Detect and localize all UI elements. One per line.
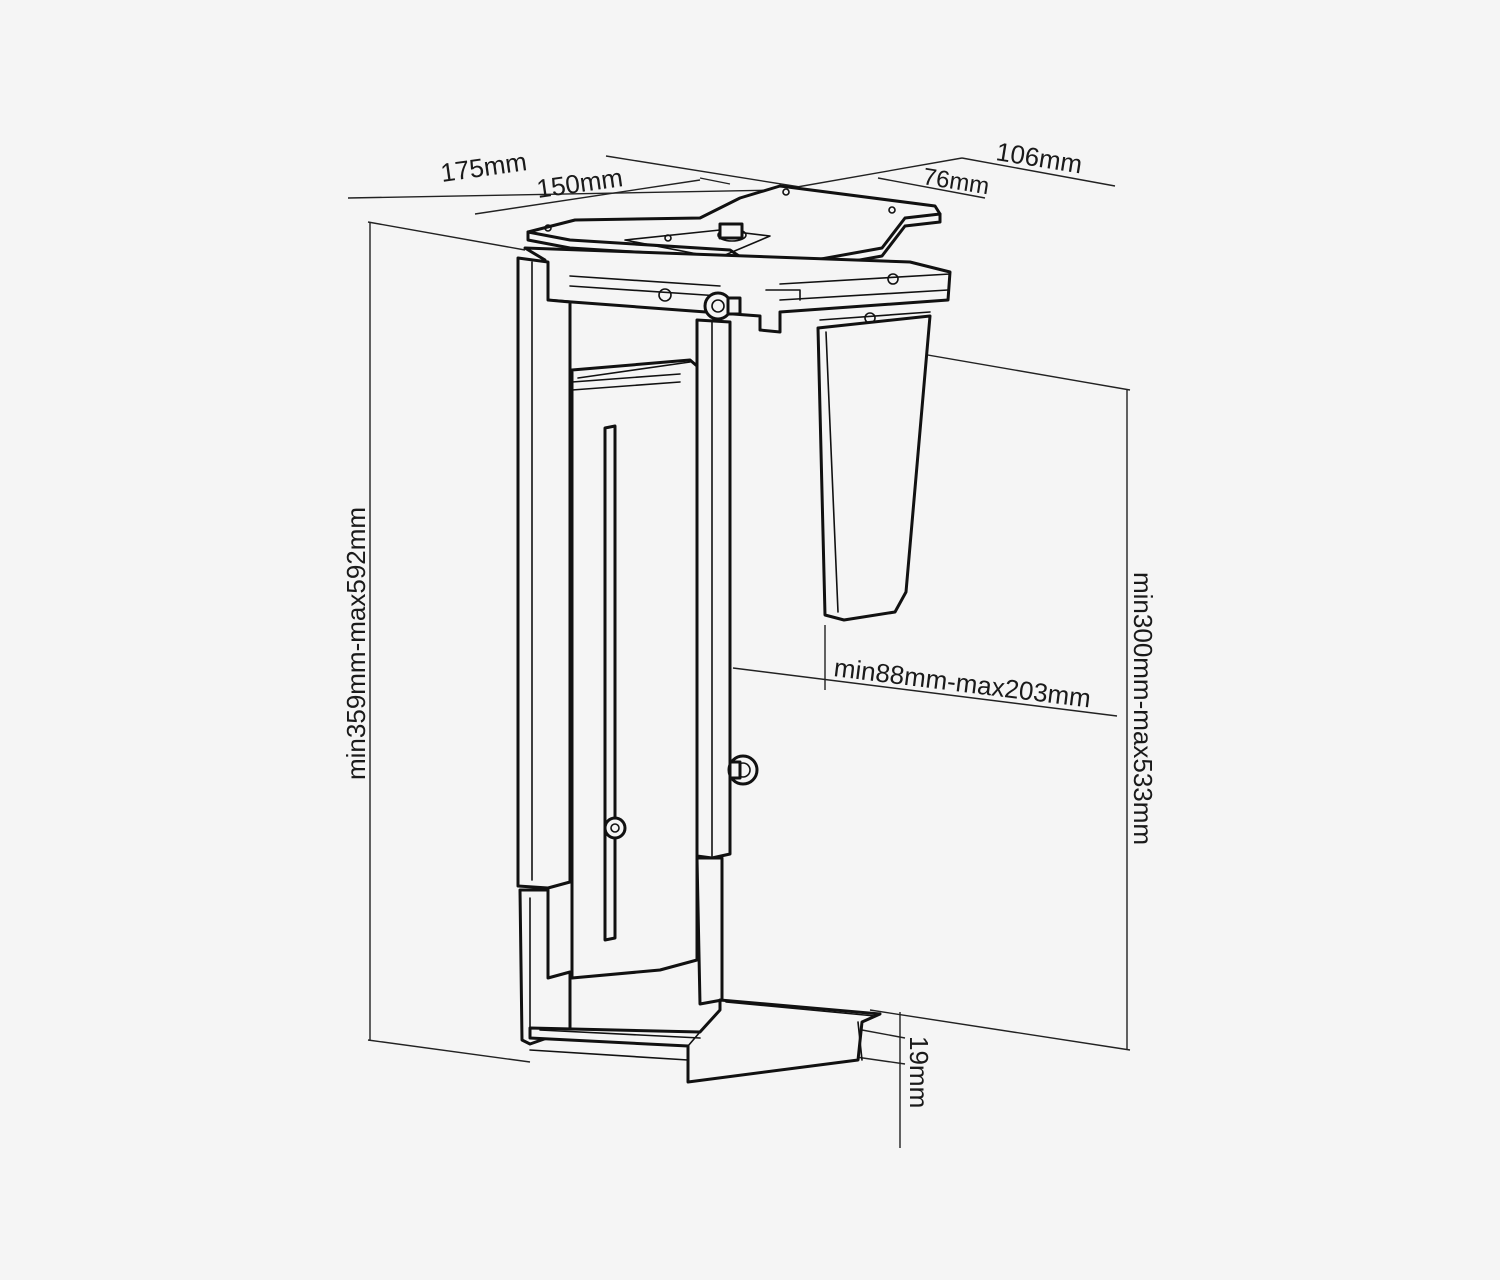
label-holder-height: min300mm-max533mm <box>1128 572 1158 845</box>
left-side-panel <box>516 256 572 1046</box>
label-top-outer-width: 175mm <box>439 146 529 188</box>
label-total-height: min359mm-max592mm <box>341 507 371 780</box>
label-top-inner-depth: 76mm <box>921 163 991 200</box>
label-base-thickness: 19mm <box>904 1036 934 1108</box>
label-top-outer-depth: 106mm <box>994 136 1084 179</box>
label-holder-width: min88mm-max203mm <box>832 652 1092 713</box>
adjustment-knob-middle <box>727 754 759 786</box>
adjustment-knob-top <box>703 291 742 321</box>
base-tray <box>528 998 882 1084</box>
center-upright <box>695 318 732 1006</box>
right-side-plate <box>816 314 932 622</box>
label-top-inner-width: 150mm <box>535 162 625 204</box>
back-plate <box>570 358 699 980</box>
